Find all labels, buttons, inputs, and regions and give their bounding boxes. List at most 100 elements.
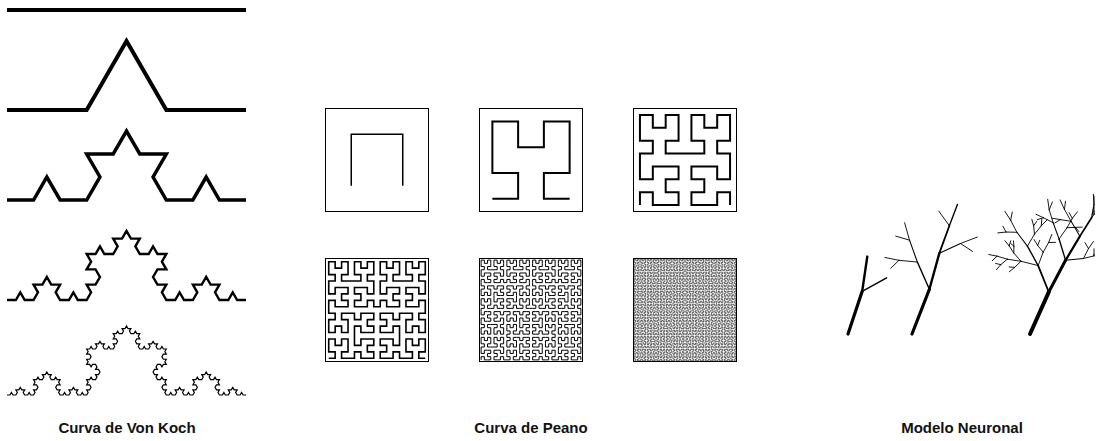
neuron-branch [998, 232, 1006, 234]
figure-caption: Modelo Neuronal [901, 419, 1023, 436]
neuron-branch [912, 289, 929, 334]
neuron-branch [1076, 227, 1079, 231]
figure-caption: Curva de Von Koch [58, 419, 195, 436]
neuron-branch [1038, 252, 1043, 265]
peano-frame [326, 259, 429, 362]
neuron-branch [989, 255, 997, 257]
neuron-branch [1094, 207, 1095, 214]
neuron-branch [1076, 227, 1083, 228]
neuron-branch [1071, 221, 1080, 236]
neuron-branch [1038, 266, 1049, 292]
neuron-branch [917, 262, 929, 289]
neuron-branch [1011, 243, 1014, 246]
neuron-branch [1037, 218, 1043, 220]
peano-frame [480, 109, 583, 212]
neuron-branch [1041, 219, 1043, 226]
neuron-branch [929, 253, 939, 289]
neuron-branch [1067, 218, 1072, 227]
neuron-branch [885, 257, 899, 260]
neuron-branch [1006, 232, 1017, 233]
neuron-branch [1030, 292, 1049, 334]
neuron-branch [1003, 226, 1006, 232]
neuron-branch [905, 223, 910, 240]
koch-curve [7, 8, 246, 12]
neuron-branch [899, 260, 917, 262]
neuron-branch [1032, 219, 1034, 225]
figure-caption: Curva de Peano [474, 419, 587, 436]
neuron-branch [1083, 249, 1088, 259]
neuron-branch [910, 240, 918, 262]
peano-curve [329, 262, 426, 359]
neuron-branch [996, 263, 1001, 264]
neuron-branch [997, 256, 1007, 259]
neuron-branch [1005, 211, 1011, 220]
neuron-trees [848, 194, 1094, 334]
neuron-branch [896, 236, 910, 240]
peano-curve [640, 115, 730, 205]
neuron-branch [1038, 245, 1044, 252]
koch-curve [7, 131, 246, 200]
neuron-branch [1049, 234, 1052, 242]
neuron-branch [1049, 260, 1066, 292]
neuron-branch [1088, 241, 1093, 248]
neuron-branch [1009, 267, 1014, 271]
peano-curve [634, 259, 735, 360]
neuron-branch [1027, 246, 1038, 265]
peano-frame [634, 259, 737, 362]
peano-curve [481, 260, 581, 360]
peano-frame [634, 109, 737, 212]
neuron-branch [1049, 242, 1056, 243]
neuron-branch [1059, 239, 1065, 260]
neuron-branch [960, 237, 977, 243]
neuron-branch [939, 211, 950, 226]
neuron-branch [949, 204, 957, 225]
neuron-branch [1093, 194, 1095, 205]
peano-curves [326, 109, 737, 362]
neuron-branch [960, 243, 972, 251]
neuron-branch [1013, 246, 1014, 253]
neuron-branch [1036, 214, 1044, 218]
neuron-branch [1011, 220, 1017, 232]
neuron-branch [1064, 201, 1066, 209]
peano-curve [492, 121, 569, 198]
neuron-branch [1005, 241, 1009, 246]
neuron-branch [1034, 221, 1037, 225]
neuron-branch [1048, 199, 1050, 209]
koch-curve [7, 326, 246, 395]
neuron-branch [1092, 205, 1094, 218]
neuron-branch [1055, 220, 1061, 223]
neuron-branch [1034, 226, 1041, 234]
neuron-branch [1067, 227, 1076, 228]
neuron-branch [1043, 242, 1048, 252]
neuron-branch [1041, 220, 1047, 226]
neuron-branch [1053, 223, 1059, 239]
peano-frame [326, 109, 429, 212]
neuron-branch [862, 278, 886, 292]
neuron-branch [1064, 209, 1071, 221]
neuron-branch [1060, 200, 1064, 210]
neuron-branch [1034, 239, 1038, 245]
neuron-branch [1027, 234, 1034, 246]
neuron-branch [1069, 213, 1072, 219]
neuron-branch [1033, 226, 1035, 235]
neuron-branch [1094, 249, 1095, 256]
neuron-branch [1017, 232, 1028, 246]
peano-frame [480, 259, 583, 362]
peano-curve [351, 134, 403, 186]
neuron-branch [848, 291, 862, 334]
neuron-branch [1092, 215, 1094, 218]
neuron-branch [862, 257, 867, 292]
neuron-branch [1011, 212, 1013, 220]
neuron-branch [1015, 261, 1021, 267]
neuron-branch [1052, 218, 1060, 219]
neuron-branch [1060, 220, 1071, 222]
neuron-branch [1021, 261, 1038, 265]
neuron-branch [1009, 246, 1014, 253]
neuron-branch [1009, 266, 1014, 267]
neuron-branch [891, 260, 899, 268]
neuron-branch [1085, 243, 1089, 249]
neuron-branch [1049, 202, 1052, 210]
neuron-branch [996, 265, 1000, 270]
koch-curve [7, 41, 246, 110]
